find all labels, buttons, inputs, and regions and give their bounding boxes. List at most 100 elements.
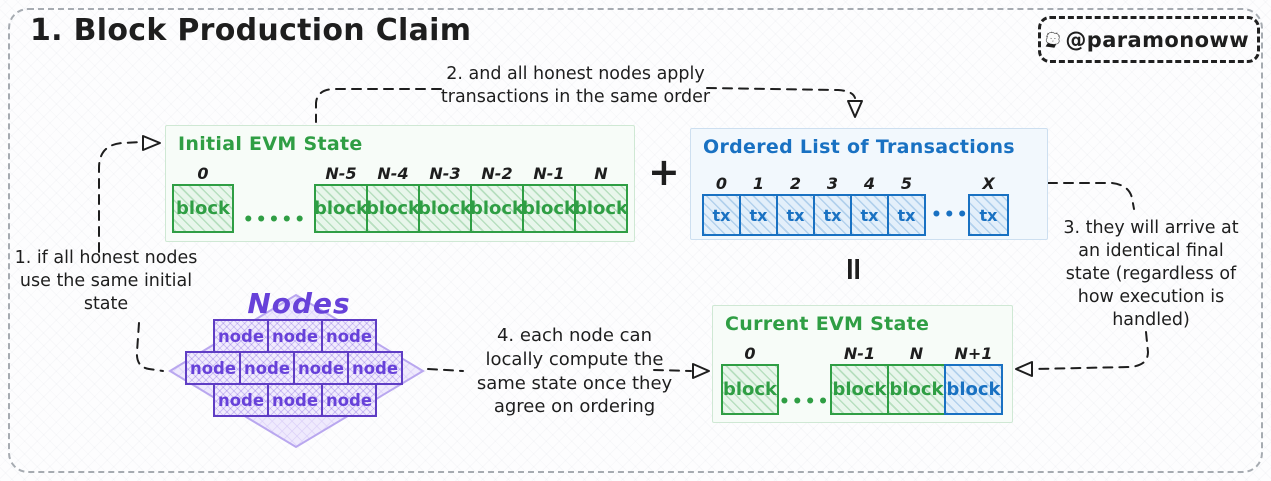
initial-block-group: N-5 block N-4 block N-3 block N-2 block … (314, 163, 628, 233)
note-4-line: agree on ordering (493, 396, 656, 418)
current-column: N block (887, 343, 946, 415)
initial-evm-state-box: Initial EVM State 0 block ••••• N-5 bloc… (165, 125, 635, 242)
note-4-line: same state once they (476, 372, 673, 394)
connector-note3-to-current (1033, 331, 1150, 370)
ellipsis-dots: ••••• (931, 205, 996, 225)
initial-genesis-column: 0 block (172, 163, 234, 233)
node-cell: node (321, 319, 377, 353)
node-row: node node node (213, 383, 377, 417)
node-cell: node (213, 319, 269, 353)
initial-evm-state-title: Initial EVM State (178, 133, 363, 155)
node-row: node node node node (185, 351, 403, 385)
tx-cell: tx (702, 194, 741, 236)
ordered-transactions-box: Ordered List of Transactions 0 tx 1 tx 2… (690, 128, 1048, 240)
badge-handle-label: @paramonoww (1065, 27, 1249, 52)
note-4-line: 4. each node can (496, 325, 652, 346)
tx-column: 2 tx (776, 173, 815, 236)
initial-column: N block (574, 163, 628, 233)
initial-column: N-3 block (418, 163, 472, 233)
node-cell: node (347, 351, 403, 385)
initial-column: N-4 block (366, 163, 420, 233)
connector-note1-to-nodes (135, 322, 164, 372)
column-label: 4 (863, 174, 876, 193)
tx-cell: tx (813, 194, 852, 236)
tx-column: 5 tx (887, 173, 926, 236)
block-cell-new: block (944, 364, 1003, 415)
column-label: 0 (715, 174, 728, 193)
connector-nodes-to-note4 (427, 368, 464, 372)
current-column: N-1 block (830, 343, 889, 415)
block-cell: block (721, 364, 779, 415)
note-3-line: an identical final (1078, 241, 1224, 262)
current-evm-state-box: Current EVM State 0 block ••••• N-1 bloc… (712, 305, 1013, 423)
node-row: node node node (213, 319, 377, 353)
note-1: 1. if all honest nodes use the same init… (0, 247, 212, 316)
initial-column: N-1 block (522, 163, 576, 233)
outer-dashed-border (8, 8, 1263, 473)
node-cell: node (267, 319, 323, 353)
tx-column: 4 tx (850, 173, 889, 236)
column-label: N+1 (954, 344, 993, 363)
column-label: N-1 (843, 344, 876, 363)
column-label: N-5 (325, 164, 357, 183)
note-2-line: transactions in the same order (440, 87, 711, 108)
connector-note2-to-initial (315, 88, 442, 123)
initial-column: N-2 block (470, 163, 524, 233)
column-label: N (909, 344, 924, 363)
column-label: 1 (752, 174, 765, 193)
arrowhead-right-current-icon (692, 363, 710, 379)
note-1-line: state (83, 294, 129, 315)
block-cell: block (418, 184, 472, 233)
tx-group: 0 tx 1 tx 2 tx 3 tx 4 tx 5 tx (702, 173, 926, 236)
current-column: N+1 block (944, 343, 1003, 415)
tx-cell: tx (850, 194, 889, 236)
ellipsis-dots: ••••• (779, 392, 844, 412)
note-3-line: state (regardless of (1065, 264, 1237, 285)
plus-operator: + (648, 150, 680, 194)
author-badge: @paramonoww (1038, 16, 1260, 63)
tx-column: 1 tx (739, 173, 778, 236)
note-3-line: 3. they will arrive at (1063, 218, 1239, 238)
note-3: 3. they will arrive at an identical fina… (1038, 217, 1264, 332)
block-cell: block (172, 184, 234, 233)
tx-cell: tx (739, 194, 778, 236)
note-3-line: how execution is (1077, 287, 1225, 308)
arrowhead-left-current-icon (1015, 361, 1033, 377)
note-1-line: use the same initial (19, 271, 193, 292)
arrowhead-down-ordered-icon (847, 100, 863, 118)
note-2-line: 2. and all honest nodes apply (446, 64, 705, 84)
current-genesis-column: 0 block (721, 343, 779, 415)
node-cell: node (267, 383, 323, 417)
note-4: 4. each node can locally compute the sam… (452, 324, 697, 419)
column-label: 2 (789, 174, 802, 193)
column-label: N (594, 164, 608, 183)
node-cell: node (213, 383, 269, 417)
column-label: 3 (826, 174, 839, 193)
column-label: N-3 (429, 164, 461, 183)
block-cell: block (366, 184, 420, 233)
connector-note1-to-initial (98, 141, 142, 253)
column-label: 5 (900, 174, 913, 193)
arrowhead-right-initial-icon (142, 135, 161, 151)
ellipsis-dots: ••••• (242, 210, 308, 230)
connector-note4-to-current (653, 369, 692, 372)
column-label: N-4 (377, 164, 409, 183)
block-cell: block (574, 184, 628, 233)
tx-column: 0 tx (702, 173, 741, 236)
ordered-transactions-title: Ordered List of Transactions (703, 136, 1015, 158)
block-cell: block (887, 364, 946, 415)
connector-note2-to-ordered (706, 87, 856, 99)
equals-operator: = (835, 255, 874, 283)
column-label: N-1 (533, 164, 565, 183)
nodes-title: Nodes (247, 287, 351, 320)
initial-column: N-5 block (314, 163, 368, 233)
current-block-group: N-1 block N block N+1 block (830, 343, 1003, 415)
block-cell: block (830, 364, 889, 415)
page-title: 1. Block Production Claim (30, 13, 472, 48)
note-3-line: handled) (1112, 310, 1190, 331)
note-2: 2. and all honest nodes apply transactio… (428, 63, 723, 109)
avatar-sketch-icon (1045, 31, 1061, 48)
note-1-line: 1. if all honest nodes (14, 248, 198, 268)
block-cell: block (522, 184, 576, 233)
